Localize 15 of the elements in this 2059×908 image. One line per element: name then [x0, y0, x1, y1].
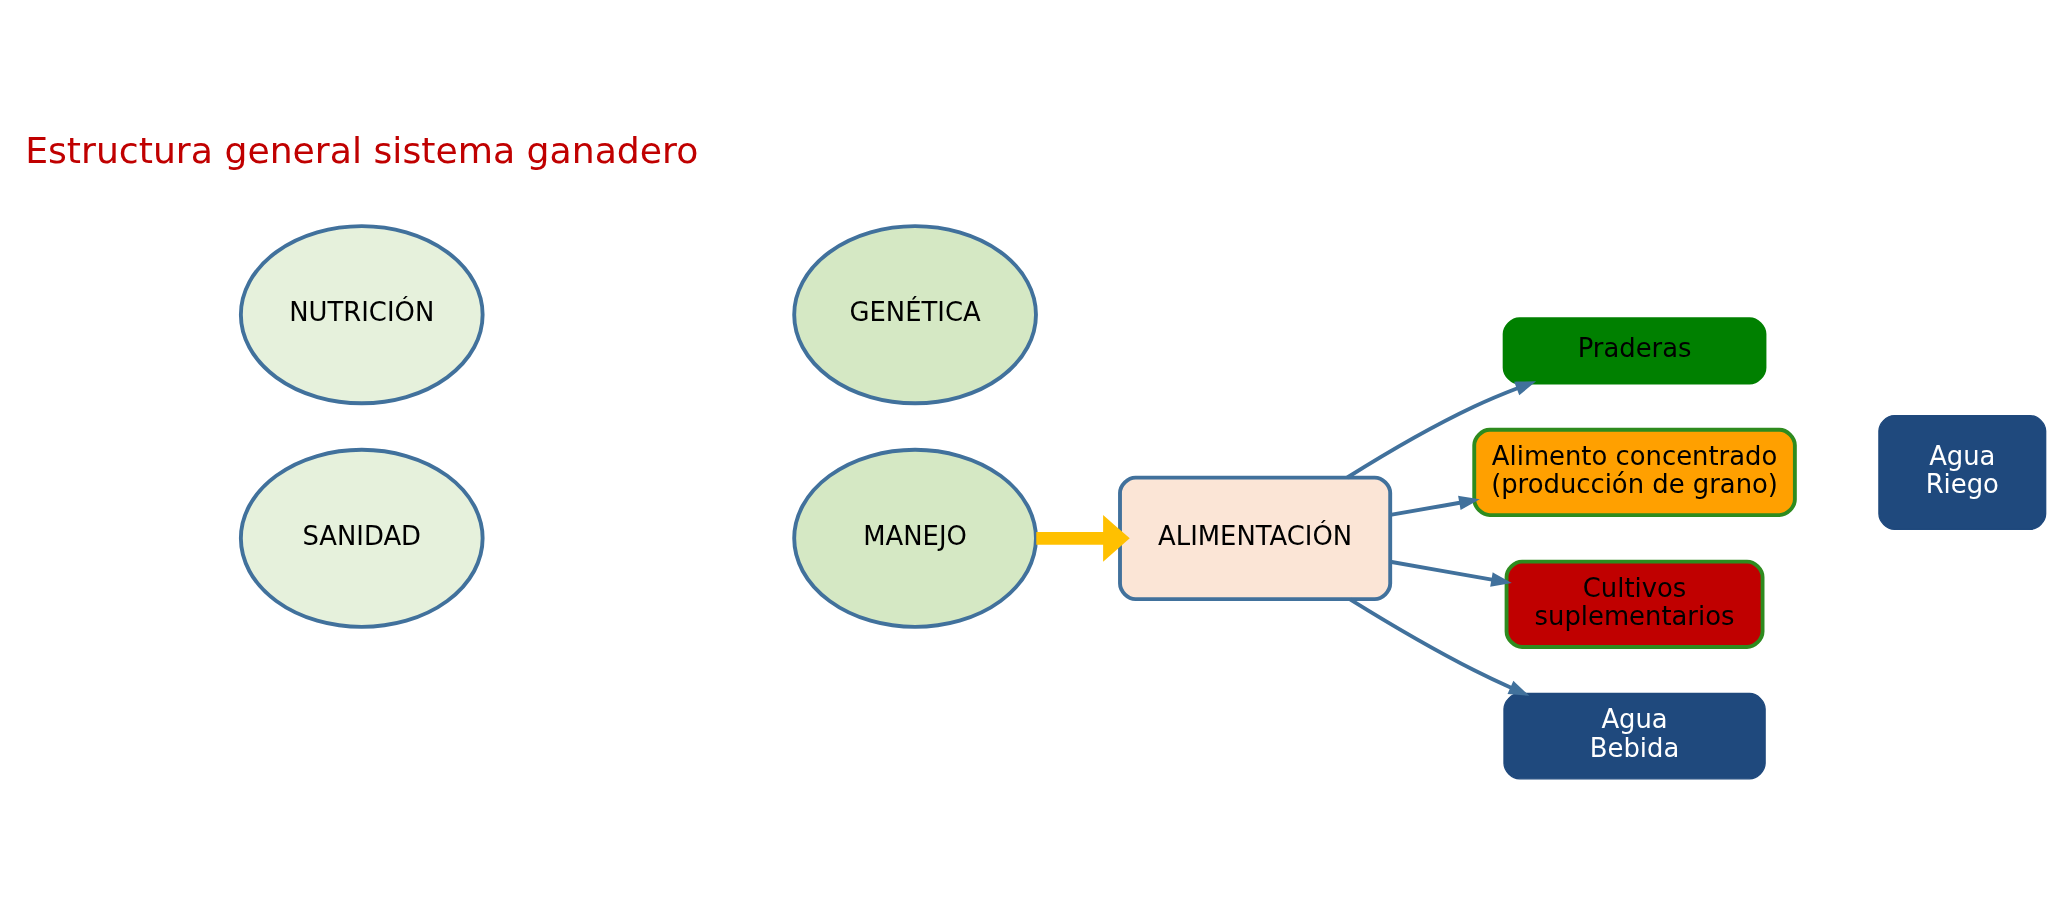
arrow: [1390, 495, 1480, 517]
node-box: Praderas: [1502, 317, 1767, 385]
node-box: Cultivos suplementarios: [1504, 559, 1765, 649]
node-box: Agua Bebida: [1503, 692, 1766, 780]
arrow: [1036, 515, 1130, 562]
node-ellipse: SANIDAD: [238, 447, 485, 629]
node-box: Agua Riego: [1878, 414, 2047, 530]
node-ellipse: NUTRICIÓN: [238, 224, 485, 406]
arrow: [1346, 381, 1537, 480]
arrow: [1390, 559, 1512, 587]
label: Estructura general sistema ganadero: [25, 129, 699, 173]
node-ellipse: MANEJO: [792, 447, 1038, 629]
node-box: Alimento concentrado (producción de grano): [1472, 427, 1797, 518]
node-box: ALIMENTACIÓN: [1118, 475, 1393, 602]
node-ellipse: GENÉTICA: [792, 224, 1038, 406]
